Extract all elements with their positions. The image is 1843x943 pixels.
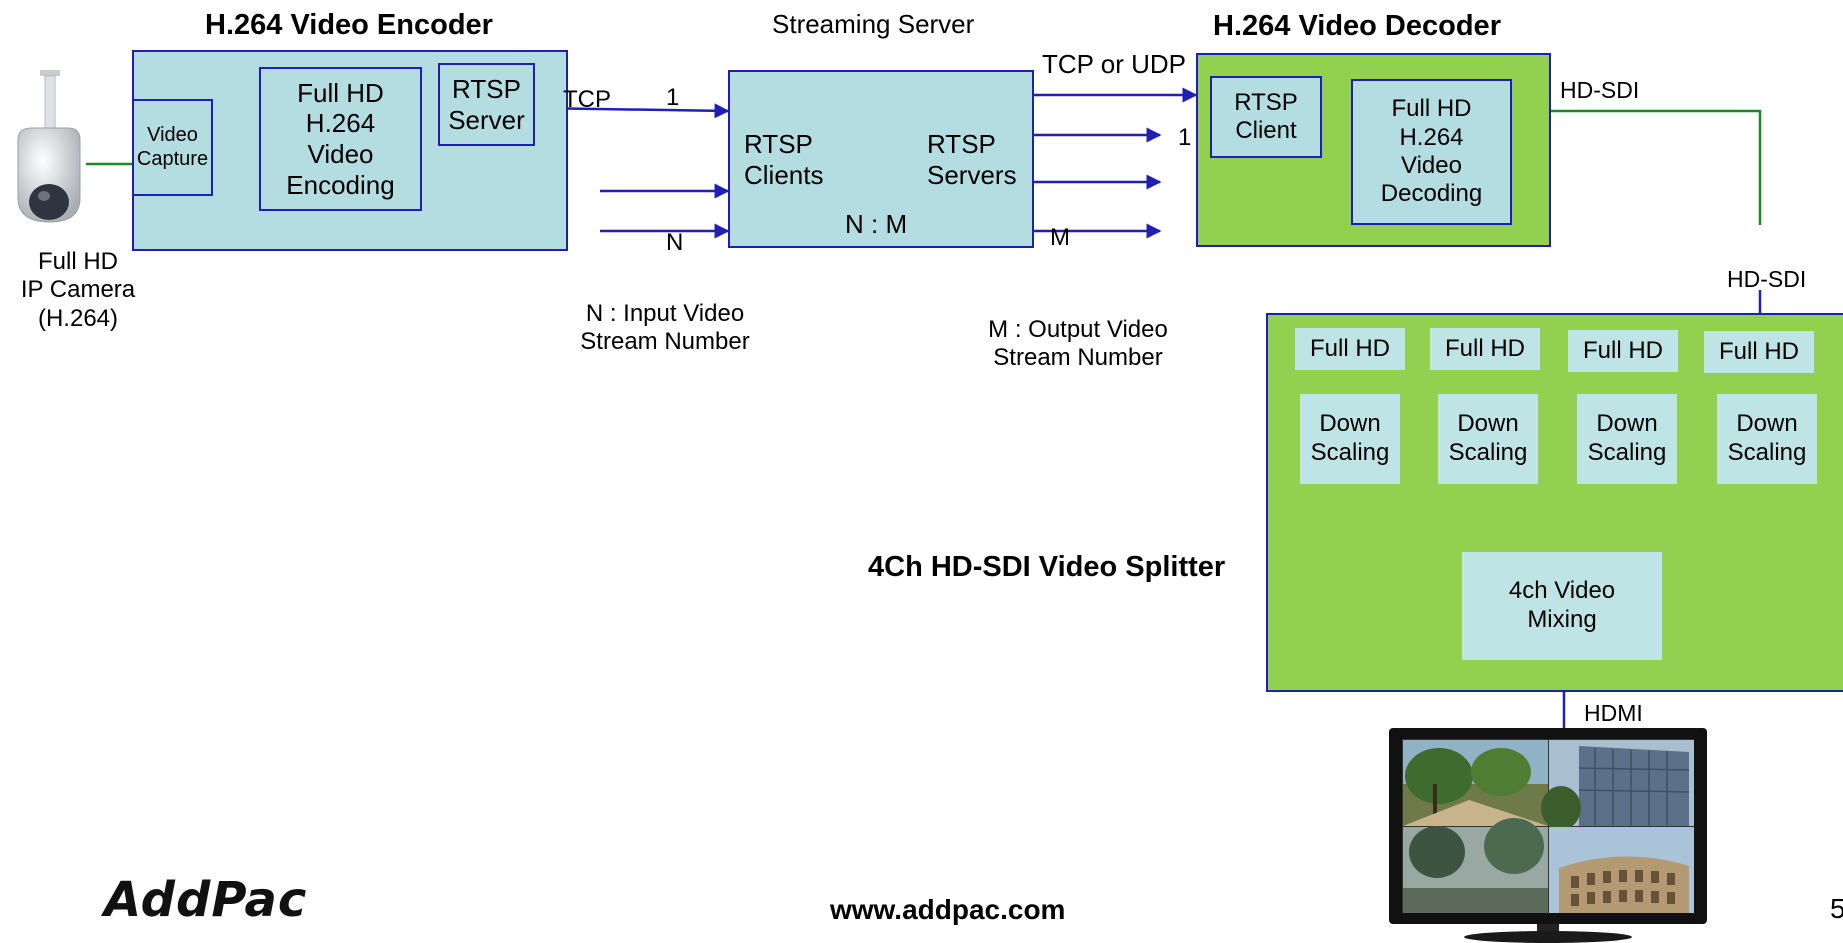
splitter-input-label: HD-SDI	[1727, 266, 1807, 292]
rtsp-client-box: RTSP Client	[1210, 76, 1322, 158]
video-capture-box: Video Capture	[132, 99, 213, 196]
input-first-label: 1	[666, 84, 680, 111]
decoder-hdsdi-cable	[1512, 109, 1762, 225]
splitter-title: 4Ch HD-SDI Video Splitter	[868, 551, 1226, 583]
full-hd-tile-4: Full HD	[1704, 331, 1814, 373]
hdmi-label: HDMI	[1584, 700, 1643, 726]
ip-camera-icon	[17, 70, 81, 223]
camera-label: Full HD IP Camera (H.264)	[20, 248, 136, 332]
input-note: N : Input Video Stream Number	[580, 300, 750, 356]
down-scaling-tile-3: Down Scaling	[1577, 394, 1677, 484]
down-scaling-tile-1: Down Scaling	[1300, 394, 1400, 484]
streaming-server-panel	[728, 70, 1034, 248]
monitor-icon	[1389, 728, 1707, 943]
down-scaling-tile-4: Down Scaling	[1717, 394, 1817, 484]
full-hd-tile-1: Full HD	[1295, 328, 1405, 370]
encoder-panel	[132, 50, 568, 251]
rtsp-clients-label: RTSP Clients	[744, 129, 824, 190]
full-hd-tile-3: Full HD	[1568, 330, 1678, 372]
output-first-label: 1	[1178, 124, 1192, 151]
rtsp-servers-label: RTSP Servers	[927, 129, 1017, 190]
page-number: 5	[1830, 893, 1843, 924]
encoder-title: H.264 Video Encoder	[205, 9, 493, 41]
tcp-label: TCP	[563, 86, 611, 113]
decoding-box: Full HD H.264 Video Decoding	[1351, 79, 1512, 225]
down-scaling-tile-2: Down Scaling	[1438, 394, 1538, 484]
footer-url[interactable]: www.addpac.com	[830, 894, 1066, 925]
decoder-output-label: HD-SDI	[1560, 77, 1640, 103]
protocol-label: TCP or UDP	[1042, 49, 1186, 79]
input-last-label: N	[666, 229, 684, 256]
full-hd-tile-2: Full HD	[1430, 328, 1540, 370]
decoder-title: H.264 Video Decoder	[1213, 10, 1501, 42]
addpac-logo: AddPac	[104, 872, 308, 928]
ratio-label: N : M	[845, 209, 908, 239]
streaming-server-title: Streaming Server	[772, 9, 975, 39]
output-last-label: M	[1050, 224, 1070, 251]
output-note: M : Output Video Stream Number	[988, 316, 1168, 372]
encoding-box: Full HD H.264 Video Encoding	[259, 67, 422, 211]
rtsp-server-box: RTSP Server	[438, 63, 535, 146]
video-mixing-tile: 4ch Video Mixing	[1462, 552, 1662, 660]
